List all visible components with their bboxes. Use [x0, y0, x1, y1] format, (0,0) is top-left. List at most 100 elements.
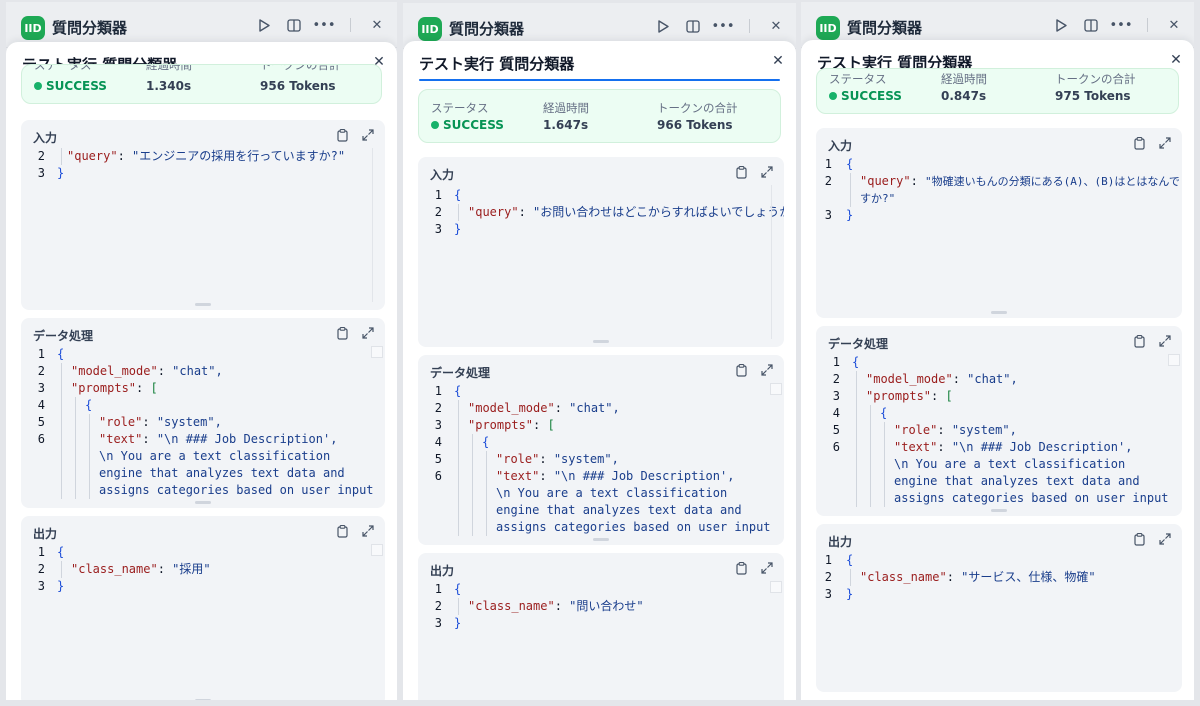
copy-icon[interactable]	[335, 326, 349, 340]
output-code-editor[interactable]: 1{ 2"class_name": "採用" 3}	[21, 544, 385, 696]
close-icon[interactable]: ✕	[371, 17, 383, 33]
resize-handle[interactable]	[195, 501, 211, 504]
copy-icon[interactable]	[734, 165, 748, 179]
input-code-editor[interactable]: 2"query": "エンジニアの採用を行っていますか?" 3}	[21, 148, 385, 300]
input-section: 入力 1{ 2"query": "物確速いもんの分類にある(A)、(B)はとはな…	[816, 128, 1182, 318]
input-section-label: 入力	[430, 168, 455, 182]
test-run-panel: テスト実行 質問分類器 ✕ ステータス SUCCESS 経過時間 1.647s …	[403, 41, 796, 700]
processing-section-label: データ処理	[430, 366, 491, 380]
panel-close-button[interactable]: ✕	[1170, 52, 1182, 68]
app-logo-icon: IID	[418, 17, 442, 41]
elapsed-label: 経過時間	[941, 72, 987, 86]
tokens-value: 956 Tokens	[260, 79, 336, 93]
output-section: 出力 1{ 2"class_name": "サービス、仕様、物確" 3}	[816, 524, 1182, 692]
screenshot-run-2: IID 質問分類器 ••• ✕ テスト実行 質問分類器 ✕ ステータス SUCC…	[403, 3, 796, 700]
app-title: 質問分類器	[52, 19, 128, 37]
output-code-editor[interactable]: 1{ 2"class_name": "サービス、仕様、物確" 3}	[816, 552, 1182, 682]
elapsed-label: 経過時間	[146, 64, 192, 72]
panel-close-button[interactable]: ✕	[373, 54, 385, 70]
input-section: 入力 1{ 2"query": "お問い合わせはどこからすればよいでしょうか?"…	[418, 157, 784, 347]
run-status-box: ステータス SUCCESS 経過時間 0.847s トークンの合計 975 To…	[816, 68, 1179, 114]
output-section: 出力 1{ 2"class_name": "採用" 3}	[21, 516, 385, 700]
app-logo-icon: IID	[21, 16, 45, 40]
expand-icon[interactable]	[1158, 334, 1172, 348]
success-dot-icon	[431, 121, 439, 129]
status-badge: SUCCESS	[829, 89, 902, 103]
play-icon[interactable]	[256, 17, 272, 33]
status-badge: SUCCESS	[34, 79, 107, 93]
output-section-label: 出力	[828, 535, 853, 549]
screenshot-run-3: IID 質問分類器 ••• ✕ テスト実行 質問分類器 ✕ ステータス SUCC…	[801, 2, 1194, 700]
split-view-icon[interactable]	[1083, 17, 1099, 33]
panel-close-button[interactable]: ✕	[772, 53, 784, 69]
resize-handle[interactable]	[991, 311, 1007, 314]
resize-handle[interactable]	[593, 340, 609, 343]
processing-code-editor[interactable]: 1{ 2"model_mode": "chat", 3"prompts": [ …	[418, 383, 784, 536]
output-code-editor[interactable]: 1{ 2"class_name": "問い合わせ" 3}	[418, 581, 784, 700]
processing-code-editor[interactable]: 1{ 2"model_mode": "chat", 3"prompts": [ …	[21, 346, 385, 499]
input-section: 入力 2"query": "エンジニアの採用を行っていますか?" 3}	[21, 120, 385, 310]
expand-icon[interactable]	[361, 326, 375, 340]
copy-icon[interactable]	[734, 561, 748, 575]
more-icon[interactable]: •••	[711, 18, 735, 34]
processing-section: データ処理 1{ 2"model_mode": "chat", 3"prompt…	[418, 355, 784, 545]
more-icon[interactable]: •••	[1109, 17, 1133, 33]
split-view-icon[interactable]	[685, 18, 701, 34]
copy-icon[interactable]	[335, 128, 349, 142]
input-code-editor[interactable]: 1{ 2"query": "物確速いもんの分類にある(A)、(B)はとはなんで …	[816, 156, 1182, 308]
status-label: ステータス	[431, 101, 489, 115]
focus-underline	[419, 79, 780, 81]
output-section-label: 出力	[430, 564, 455, 578]
play-icon[interactable]	[655, 18, 671, 34]
app-title: 質問分類器	[847, 19, 923, 37]
expand-icon[interactable]	[361, 128, 375, 142]
expand-icon[interactable]	[1158, 532, 1172, 546]
processing-section: データ処理 1{ 2"model_mode": "chat", 3"prompt…	[816, 326, 1182, 516]
expand-icon[interactable]	[760, 363, 774, 377]
elapsed-value: 0.847s	[941, 89, 987, 103]
run-status-box: ステータス SUCCESS 経過時間 1.647s トークンの合計 966 To…	[418, 89, 781, 143]
tokens-label: トークンの合計	[260, 64, 341, 72]
split-view-icon[interactable]	[286, 17, 302, 33]
test-run-panel: テスト実行 質問分類器 ✕ ステータス SUCCESS 経過時間 0.847s …	[801, 40, 1194, 700]
close-icon[interactable]: ✕	[1168, 17, 1180, 33]
status-label: ステータス	[34, 64, 92, 72]
copy-icon[interactable]	[734, 363, 748, 377]
copy-icon[interactable]	[1132, 532, 1146, 546]
expand-icon[interactable]	[760, 561, 774, 575]
success-dot-icon	[34, 82, 42, 90]
tokens-value: 975 Tokens	[1055, 89, 1131, 103]
app-logo-icon: IID	[816, 16, 840, 40]
screenshot-run-1: IID 質問分類器 ••• ✕ テスト実行 質問分類器 ✕ ステータス SUCC…	[6, 2, 397, 700]
input-code-editor[interactable]: 1{ 2"query": "お問い合わせはどこからすればよいでしょうか?" 3}	[418, 187, 784, 337]
copy-icon[interactable]	[335, 524, 349, 538]
elapsed-value: 1.340s	[146, 79, 192, 93]
copy-icon[interactable]	[1132, 136, 1146, 150]
more-icon[interactable]: •••	[312, 17, 336, 33]
status-label: ステータス	[829, 72, 887, 86]
processing-section-label: データ処理	[33, 329, 94, 343]
processing-code-editor[interactable]: 1{ 2"model_mode": "chat", 3"prompts": [ …	[816, 354, 1182, 507]
input-section-label: 入力	[33, 131, 58, 145]
resize-handle[interactable]	[195, 303, 211, 306]
elapsed-label: 経過時間	[543, 101, 589, 115]
resize-handle[interactable]	[195, 699, 211, 700]
app-titlebar: IID 質問分類器 ••• ✕	[6, 2, 397, 48]
panel-title: テスト実行 質問分類器	[817, 54, 973, 72]
expand-icon[interactable]	[760, 165, 774, 179]
test-run-panel: テスト実行 質問分類器 ✕ ステータス SUCCESS 経過時間 1.340s …	[6, 42, 397, 700]
close-icon[interactable]: ✕	[770, 18, 782, 34]
resize-handle[interactable]	[593, 538, 609, 541]
app-title: 質問分類器	[449, 20, 525, 38]
status-badge: SUCCESS	[431, 118, 504, 132]
expand-icon[interactable]	[1158, 136, 1172, 150]
copy-icon[interactable]	[1132, 334, 1146, 348]
expand-icon[interactable]	[361, 524, 375, 538]
play-icon[interactable]	[1053, 17, 1069, 33]
resize-handle[interactable]	[991, 509, 1007, 512]
tokens-label: トークンの合計	[657, 101, 738, 115]
panel-title: テスト実行 質問分類器	[419, 55, 575, 73]
success-dot-icon	[829, 92, 837, 100]
tokens-value: 966 Tokens	[657, 118, 733, 132]
run-status-box: ステータス SUCCESS 経過時間 1.340s トークンの合計 956 To…	[21, 64, 382, 104]
